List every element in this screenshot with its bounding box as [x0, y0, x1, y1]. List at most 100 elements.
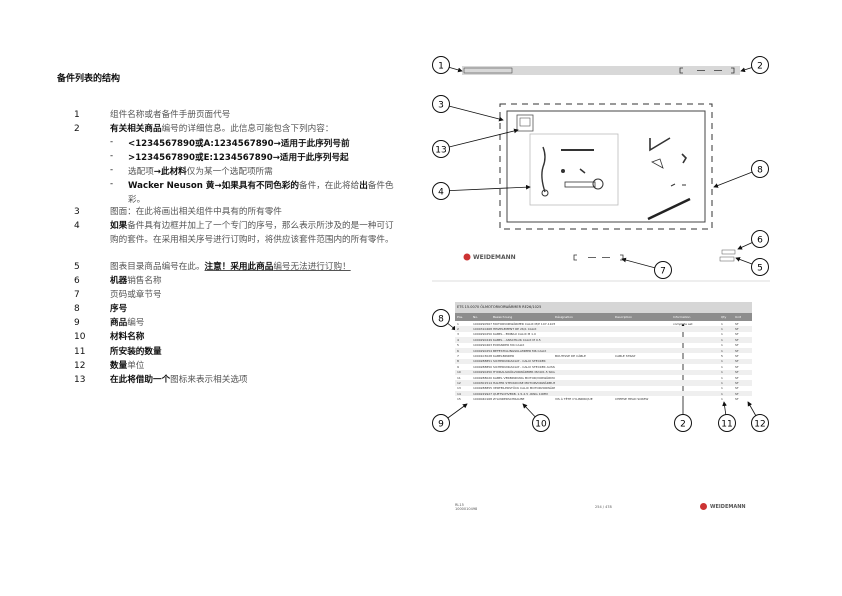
callout-label: 12	[754, 420, 765, 430]
bullet-dash: -	[110, 179, 114, 189]
callout-circle	[674, 414, 692, 432]
table-cell: 1	[721, 364, 723, 369]
callout-label: 2	[757, 62, 763, 72]
option-icon	[516, 114, 534, 132]
table-cell: 1000229927	[473, 391, 493, 396]
item-text: 组件名称或者备件手册页面代号	[110, 110, 231, 120]
parts-table: ETS 15.0070 ÖLMOTORVORWÄRMER RE26/1025 P…	[455, 302, 752, 402]
table-cell: 1	[721, 375, 723, 380]
table-cell: ST	[735, 370, 739, 375]
item-text: 材料名称	[110, 332, 145, 342]
table-cell: 5	[721, 354, 723, 359]
table-title: ETS 15.0070 ÖLMOTORVORWÄRMER RE26/1025	[455, 302, 752, 313]
table-cell: KABEL - ANSCHLUß CALIX M 0.5	[493, 337, 541, 342]
table-cell: 1	[721, 359, 723, 364]
subitem-text: 选配项→此材料仅为某一个选配项所需	[128, 167, 273, 177]
table-cell: 1	[721, 397, 723, 402]
table-cell: 1	[721, 332, 723, 337]
brand-logo-icon	[463, 253, 471, 261]
table-cell: 4	[457, 337, 459, 342]
callout-label: 6	[757, 236, 763, 246]
callout-circle	[532, 414, 550, 432]
table-cell: ST	[735, 343, 739, 348]
callout-label: 8	[438, 315, 444, 325]
table-cell: VERTEILERSTÜCK CALIX MOTORVORWÄRMUNG	[493, 386, 555, 391]
callout-arrow	[440, 103, 504, 122]
table-cell: 1000290250	[473, 332, 493, 337]
callout-label: 11	[721, 420, 732, 430]
callout-circle	[751, 56, 769, 74]
table-cell: 1000290463	[473, 343, 493, 348]
table-cell: 10	[457, 370, 461, 375]
table-cell: ST	[735, 337, 739, 342]
table-cell: ST	[735, 380, 739, 385]
item-text: 商品编号	[110, 318, 145, 328]
item-number: 1	[74, 110, 80, 120]
subitem-text: <1234567890或A:1234567890→适用于此序列号前	[128, 139, 350, 149]
table-cell: 13	[457, 386, 461, 391]
table-cell: 15	[457, 397, 461, 402]
footer-doc-id: RL15 1000010498	[455, 503, 477, 511]
callout-circle	[432, 414, 450, 432]
callout-circle	[432, 56, 450, 74]
table-cell: 14	[457, 391, 461, 396]
page-title: 备件列表的结构	[57, 74, 121, 84]
header-bar	[462, 66, 740, 75]
column-header: Désignation	[555, 315, 573, 319]
item-text: 在此将借助一个图标来表示相关选项	[110, 375, 248, 385]
callout-circle	[751, 258, 769, 276]
table-cell: CABLE STRAP	[615, 354, 636, 359]
callout-label: 8	[757, 166, 763, 176]
bullet-dash: -	[110, 151, 114, 161]
table-cell: ST	[735, 391, 739, 396]
table-cell: ST	[735, 397, 739, 402]
table-cell: HYDRAULIKÖLVORWÄRMER M24X1.5 SKG3	[493, 370, 555, 375]
table-cell: 1	[721, 348, 723, 353]
footer-docnumber: 1000010498	[455, 507, 478, 511]
footer-page: 254 / 478	[595, 505, 612, 509]
callout-circle	[654, 261, 672, 279]
table-cell: 1	[721, 380, 723, 385]
callout-circle	[432, 309, 450, 327]
table-cell: BOUTISSE DE CÂBLE	[555, 354, 586, 359]
table-cell: HEIZELEMENT RE 26/1 CALIX	[493, 327, 537, 332]
table-cell: ST	[735, 321, 739, 326]
table-cell: 5	[457, 343, 459, 348]
item-text: 页码或章节号	[110, 290, 162, 300]
callout-label: 3	[438, 101, 444, 111]
item-text: 所安装的数量	[110, 347, 162, 357]
item-text: 如果备件具有边框并加上了一个专门的序号，那么表示所涉及的是一种可订购的套件。在采…	[110, 221, 394, 245]
table-cell: QUETSCHVERB. 1.5-2.5 -RING 10MM	[493, 391, 548, 396]
table-cell: complete set	[673, 321, 693, 326]
table-cell: 12	[457, 380, 461, 385]
callout-circle	[432, 140, 450, 158]
table-cell: ST	[735, 348, 739, 353]
brand-logo: WEIDEMANN	[473, 254, 516, 261]
bullet-dash: -	[110, 137, 114, 147]
table-cell: SICHERUNGSCLIP - CALIX STECKER AUSSEN	[493, 364, 555, 369]
table-cell: ZYLINDERSCHRAUBE	[493, 397, 525, 402]
table-cell: EXPANDER M4 CALIX	[493, 343, 525, 348]
item-number: 9	[74, 318, 80, 328]
table-cell: ST	[735, 386, 739, 391]
callout-label: 2	[680, 420, 686, 430]
column-header: Pos.	[457, 315, 464, 319]
table-cell: 1000040168	[473, 397, 493, 402]
item-number: 4	[74, 221, 80, 231]
item-number: 8	[74, 304, 80, 314]
table-cell: ST	[735, 332, 739, 337]
column-header: Information	[673, 315, 691, 319]
callout-circle	[432, 182, 450, 200]
brand-logo-icon	[700, 503, 707, 510]
item-text: 序号	[110, 304, 128, 314]
callout-arrow	[440, 184, 531, 192]
footer-brand: WEIDEMANN	[700, 503, 746, 510]
